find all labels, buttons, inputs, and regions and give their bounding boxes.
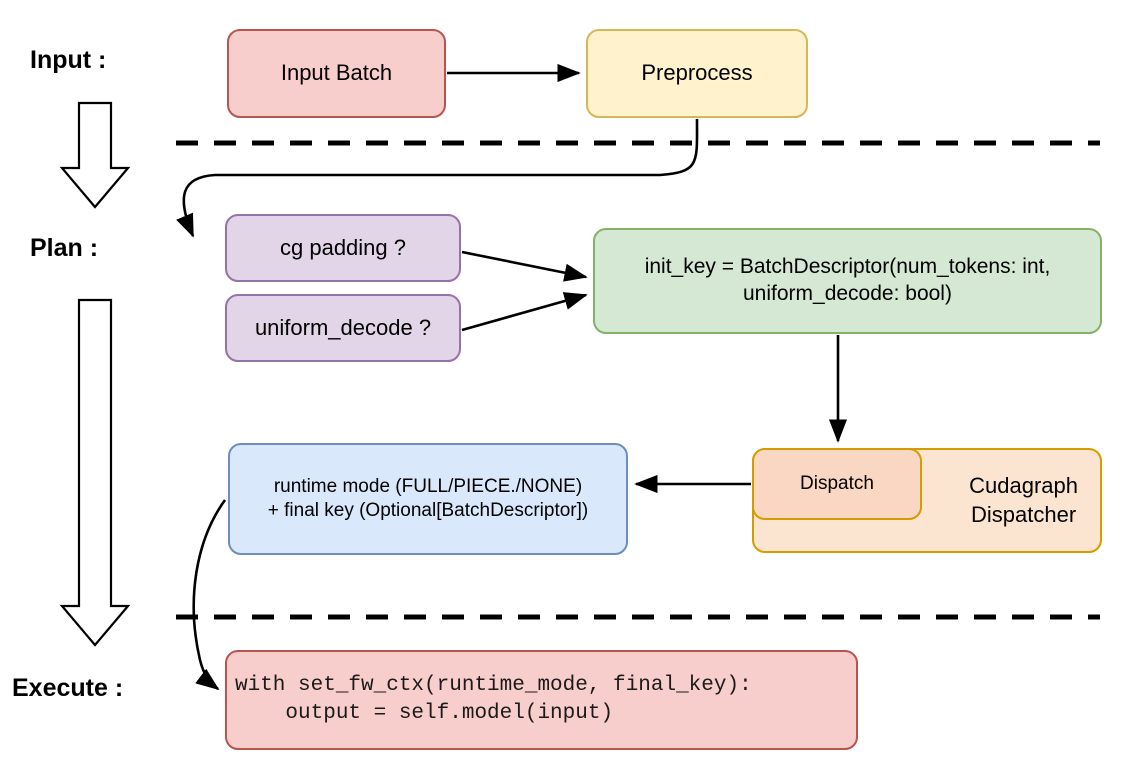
node-execute-code-text: with set_fw_ctx(runtime_mode, final_key)… (235, 673, 752, 725)
node-runtime-mode-line2: + final key (Optional[BatchDescriptor]) (267, 500, 589, 521)
node-preprocess-label: Preprocess (641, 60, 753, 86)
stage-label-input: Input : (30, 46, 107, 74)
arrow-uniform-decode-to-init-key (461, 292, 588, 332)
node-cudagraph-dispatcher-line2: Dispatcher (970, 501, 1077, 527)
node-input-batch[interactable]: Input Batch (227, 29, 446, 118)
node-init-key-line1: init_key = BatchDescriptor(num_tokens: i… (644, 255, 1051, 279)
stage-arrow-input-to-plan (59, 101, 131, 209)
stage-label-execute: Execute : (12, 674, 124, 702)
arrow-runtime-mode-to-execute-code (192, 499, 227, 691)
node-init-key-line2: uniform_decode: bool) (743, 282, 952, 305)
node-dispatch-label: Dispatch (800, 472, 874, 494)
arrow-cg-padding-to-init-key (461, 250, 588, 282)
stage-label-plan: Plan : (30, 234, 99, 262)
node-preprocess[interactable]: Preprocess (586, 29, 808, 118)
node-input-batch-label: Input Batch (280, 60, 393, 86)
node-cudagraph-dispatcher-line1: Cudagraph (969, 473, 1078, 499)
node-cg-padding-label: cg padding ? (280, 234, 406, 260)
stage-arrow-plan-to-execute (59, 298, 131, 647)
node-execute-code[interactable]: with set_fw_ctx(runtime_mode, final_key)… (225, 650, 858, 750)
node-runtime-mode[interactable]: runtime mode (FULL/PIECE./NONE) + final … (228, 443, 628, 555)
node-uniform-decode-label: uniform_decode ? (254, 314, 432, 340)
node-runtime-mode-line1: runtime mode (FULL/PIECE./NONE) (273, 475, 583, 497)
node-init-key[interactable]: init_key = BatchDescriptor(num_tokens: i… (593, 228, 1102, 334)
node-uniform-decode[interactable]: uniform_decode ? (225, 294, 461, 362)
node-cg-padding[interactable]: cg padding ? (225, 214, 461, 282)
node-dispatch[interactable]: Dispatch (752, 448, 922, 520)
